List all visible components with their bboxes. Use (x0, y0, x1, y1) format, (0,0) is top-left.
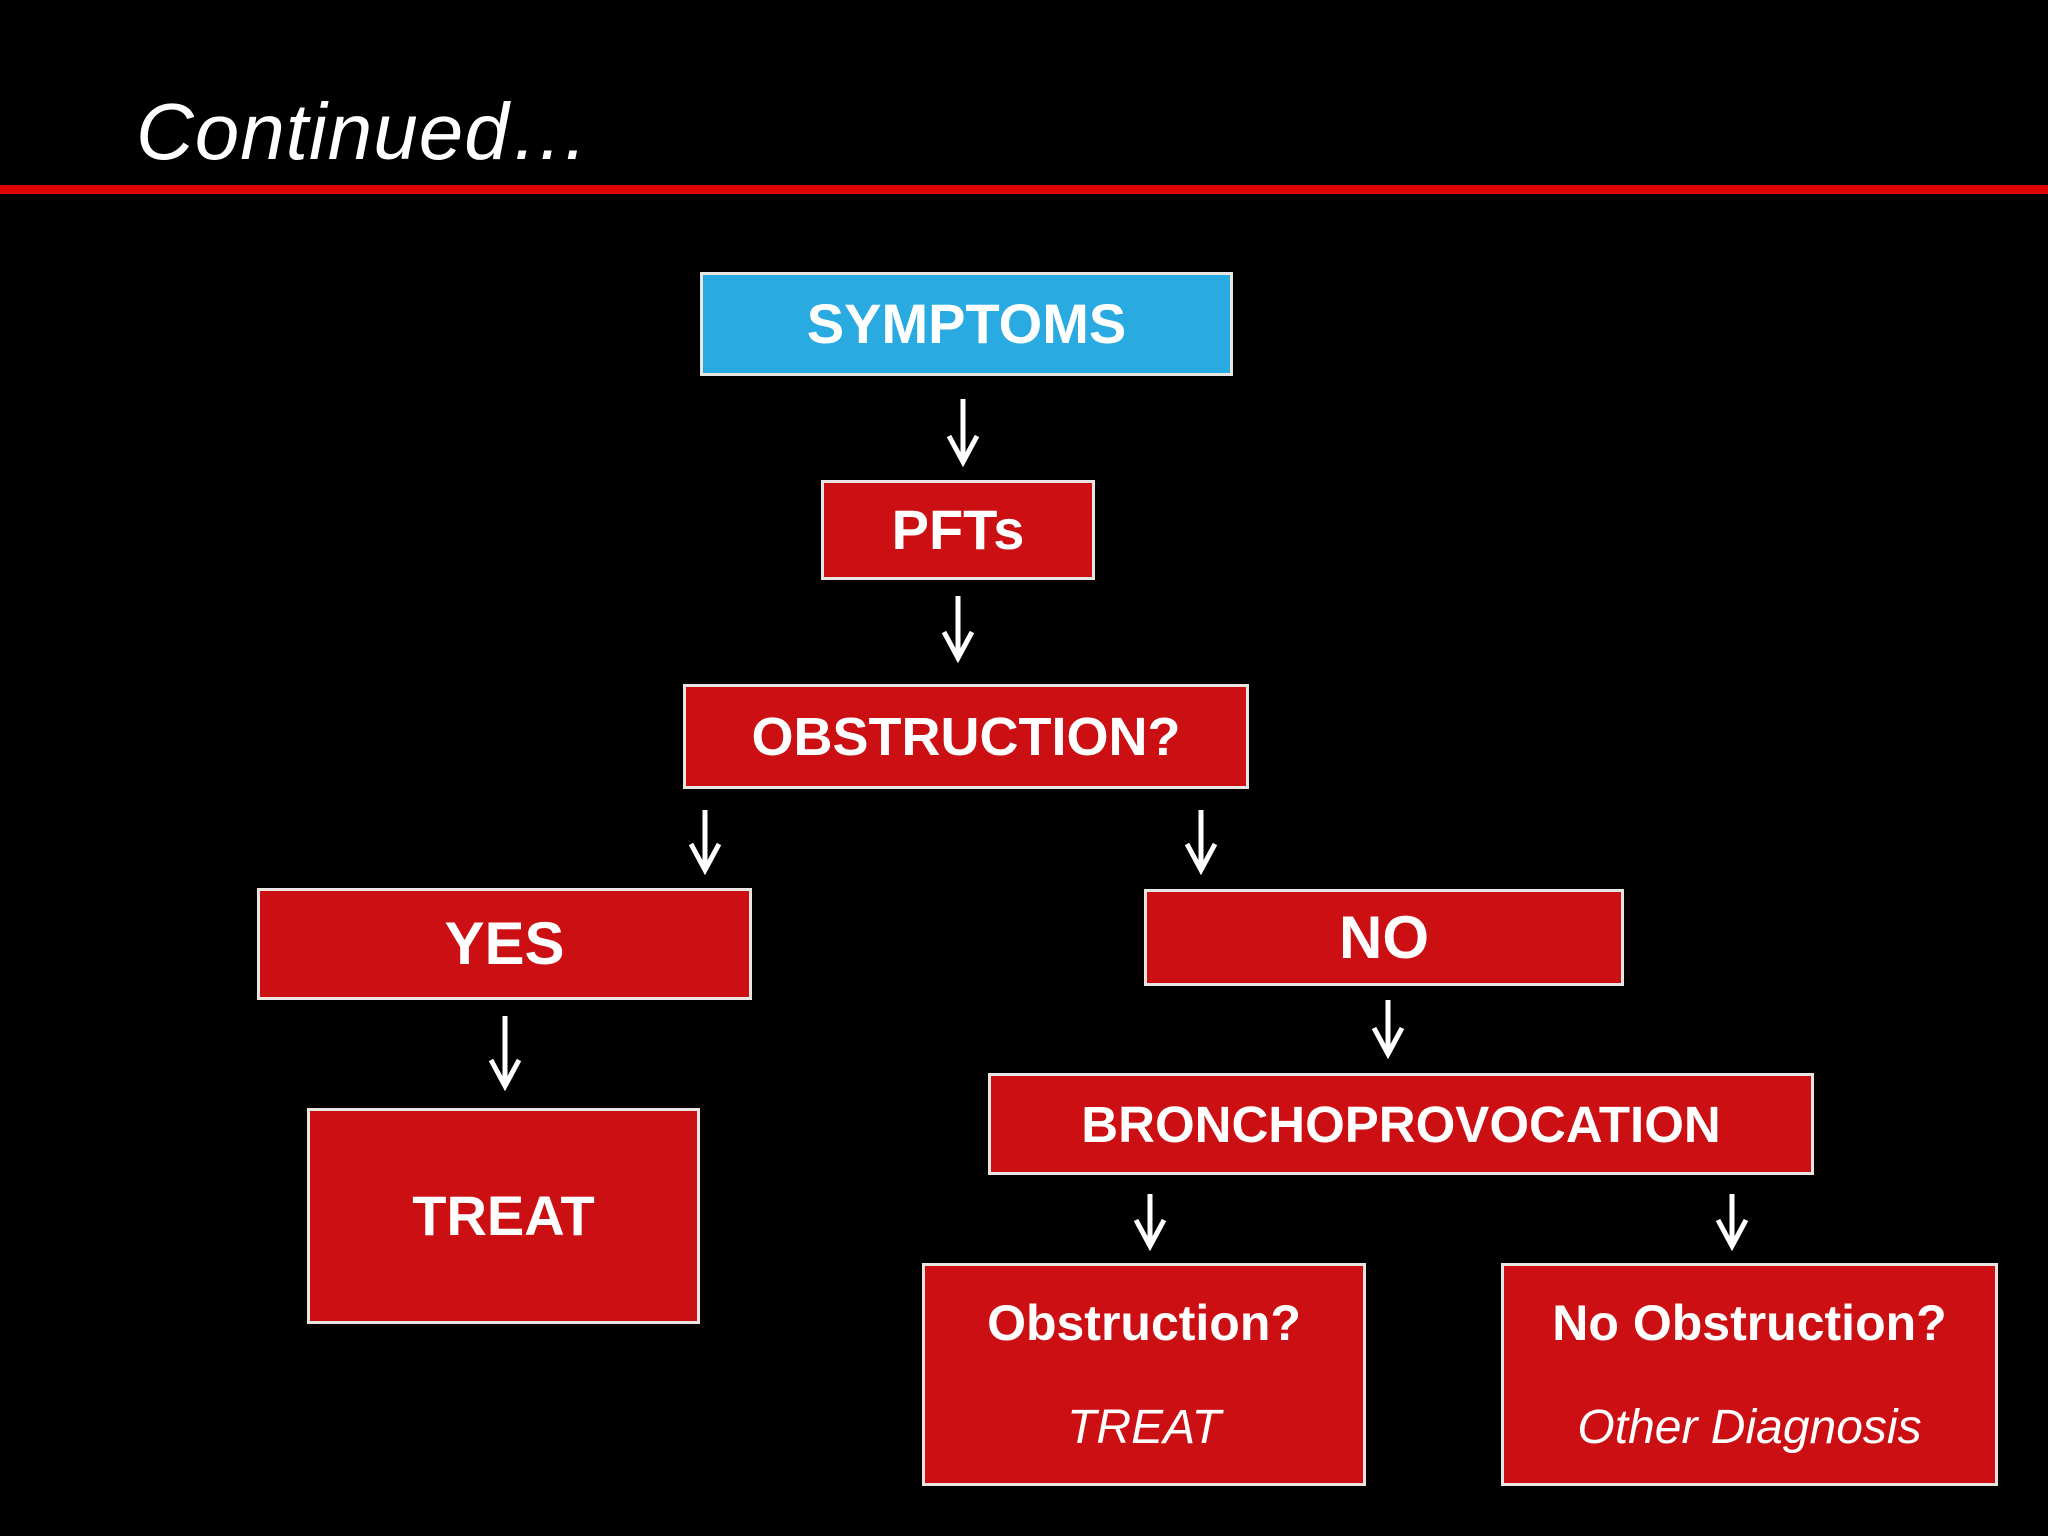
title-underline (0, 185, 2048, 194)
node-pfts: PFTs (821, 480, 1095, 580)
node-no-label: NO (1339, 903, 1429, 971)
node-obstruction-label: OBSTRUCTION? (751, 706, 1181, 767)
node-bronchoprovocation-label: BRONCHOPROVOCATION (1081, 1095, 1721, 1153)
node-symptoms-label: SYMPTOMS (806, 292, 1127, 355)
node-symptoms: SYMPTOMS (700, 272, 1233, 376)
node-obstruction-treat: Obstruction? TREAT (922, 1263, 1366, 1486)
node-obstruction: OBSTRUCTION? (683, 684, 1249, 789)
node-yes: YES (257, 888, 752, 1000)
node-yes-label: YES (444, 910, 565, 977)
node-bronchoprovocation: BRONCHOPROVOCATION (988, 1073, 1814, 1175)
node-no-obstruction-sublabel: Other Diagnosis (1577, 1400, 1922, 1454)
slide-title: Continued… (136, 87, 591, 176)
node-no-obstruction-label: No Obstruction? (1552, 1294, 1947, 1351)
node-obstruction-treat-label: Obstruction? (987, 1294, 1301, 1351)
node-pfts-label: PFTs (891, 498, 1025, 561)
node-treat: TREAT (307, 1108, 700, 1324)
node-treat-label: TREAT (412, 1184, 595, 1247)
node-no-obstruction: No Obstruction? Other Diagnosis (1501, 1263, 1998, 1486)
node-no: NO (1144, 889, 1624, 986)
node-obstruction-treat-sublabel: TREAT (1067, 1400, 1221, 1454)
